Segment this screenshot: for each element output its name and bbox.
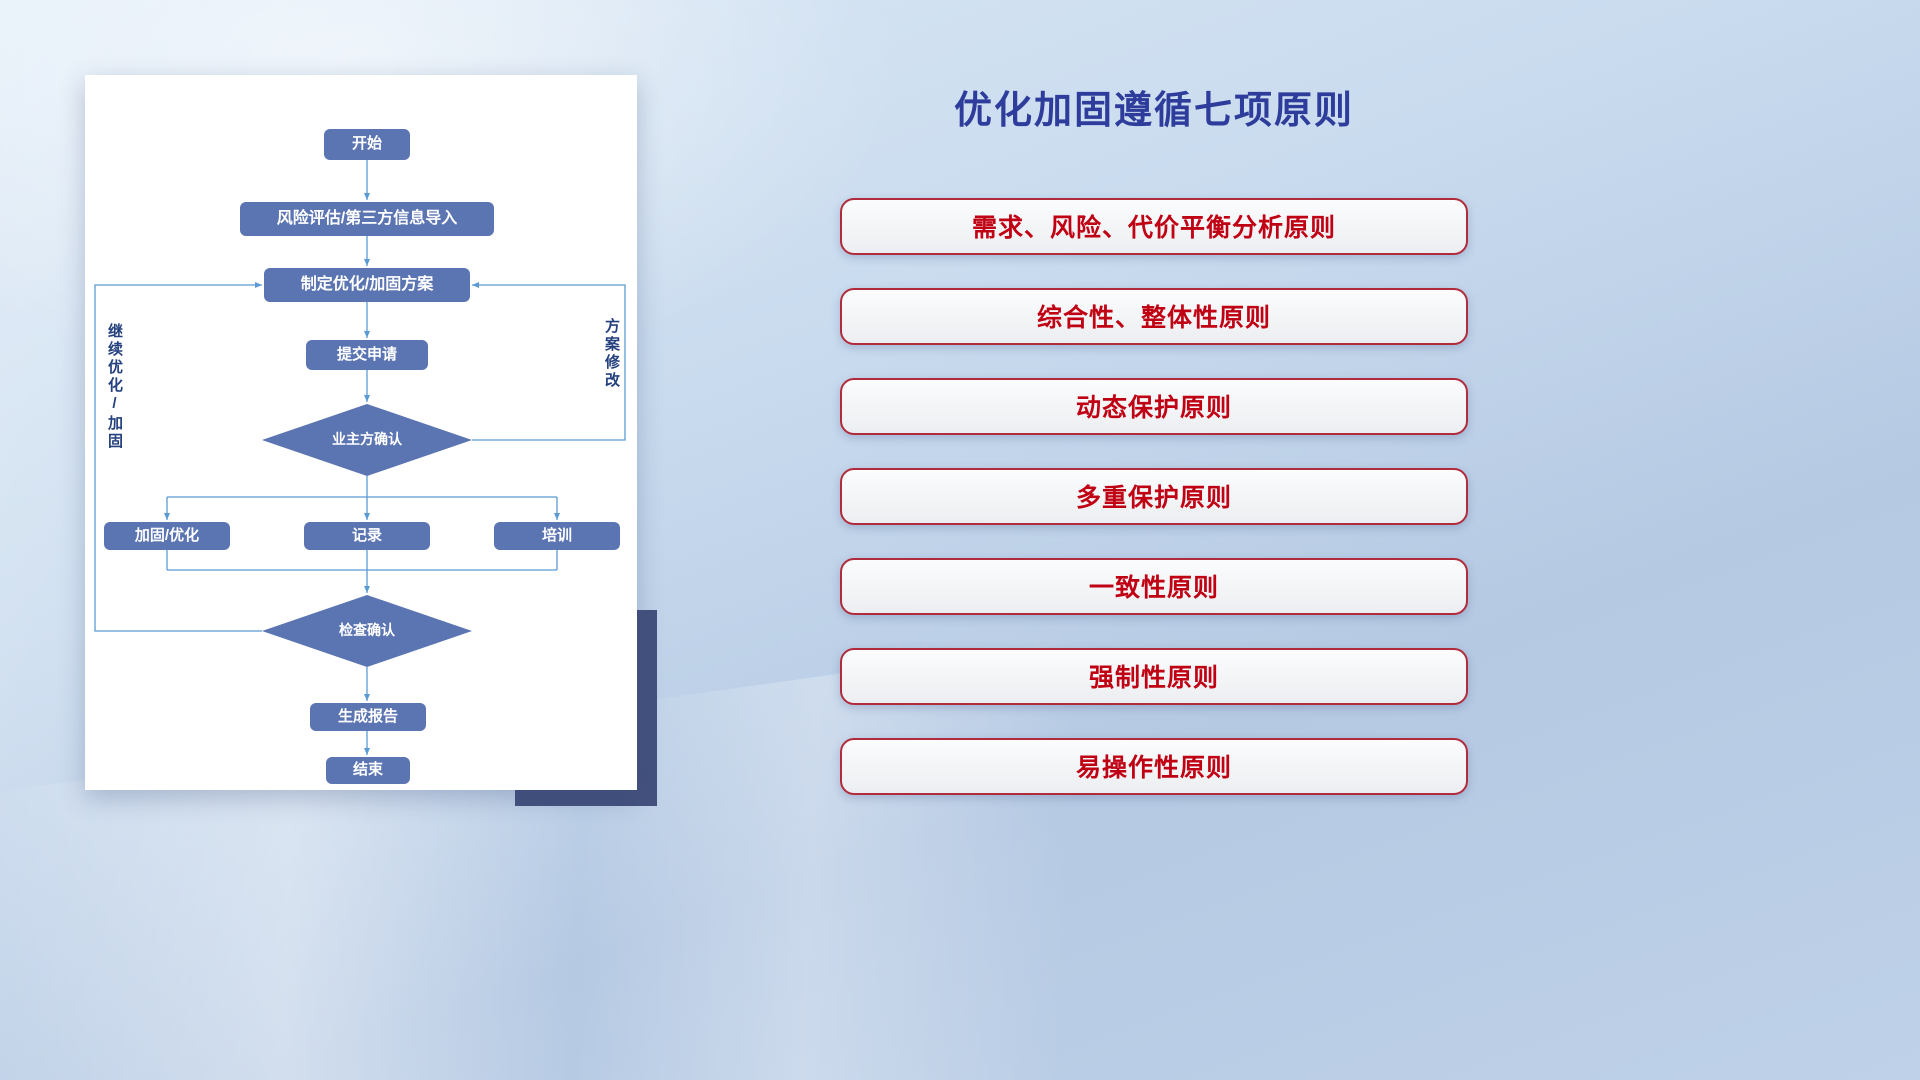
flow-node-risk-import: 风险评估/第三方信息导入 [240, 202, 494, 236]
slide-title: 优化加固遵循七项原则 [953, 90, 1354, 132]
principle-label: 多重保护原则 [1075, 484, 1232, 512]
principle-item-1: 需求、风险、代价平衡分析原则 [840, 197, 1468, 255]
principle-item-3: 动态保护原则 [840, 377, 1468, 435]
flow-node-start: 开始 [324, 129, 410, 160]
principles-panel: 优化加固遵循七项原则 需求、风险、代价平衡分析原则 综合性、整体性原则 动态保护… [840, 88, 1468, 795]
flowchart-card: 开始 风险评估/第三方信息导入 制定优化/加固方案 提交申请 业主方确认 加固/… [85, 75, 637, 790]
loop-label-plan-revise: 方案修改 [603, 318, 620, 390]
principle-label: 动态保护原则 [1075, 394, 1232, 422]
flow-node-training: 培训 [494, 522, 620, 550]
principle-item-7: 易操作性原则 [840, 737, 1468, 795]
principle-item-2: 综合性、整体性原则 [840, 287, 1468, 345]
principle-label: 强制性原则 [1088, 664, 1219, 692]
principle-item-4: 多重保护原则 [840, 467, 1468, 525]
principle-label: 易操作性原则 [1075, 754, 1232, 782]
connector-lines [94, 160, 626, 755]
flow-node-submit: 提交申请 [306, 340, 428, 370]
flow-node-record: 记录 [304, 522, 430, 550]
flow-node-reinforce: 加固/优化 [104, 522, 230, 550]
principles-list: 需求、风险、代价平衡分析原则 综合性、整体性原则 动态保护原则 多重保护原则 一… [840, 197, 1468, 795]
flow-node-end: 结束 [326, 757, 410, 784]
flow-node-report: 生成报告 [310, 703, 426, 731]
flowchart-connectors [94, 160, 626, 755]
loop-label-continue-optimize: 继续优化/加固 [106, 323, 123, 451]
principle-item-5: 一致性原则 [840, 557, 1468, 615]
principle-label: 综合性、整体性原则 [1036, 304, 1271, 332]
principle-label: 需求、风险、代价平衡分析原则 [971, 214, 1336, 242]
principle-label: 一致性原则 [1088, 574, 1219, 602]
principle-item-6: 强制性原则 [840, 647, 1468, 705]
flow-node-make-plan: 制定优化/加固方案 [264, 268, 470, 302]
